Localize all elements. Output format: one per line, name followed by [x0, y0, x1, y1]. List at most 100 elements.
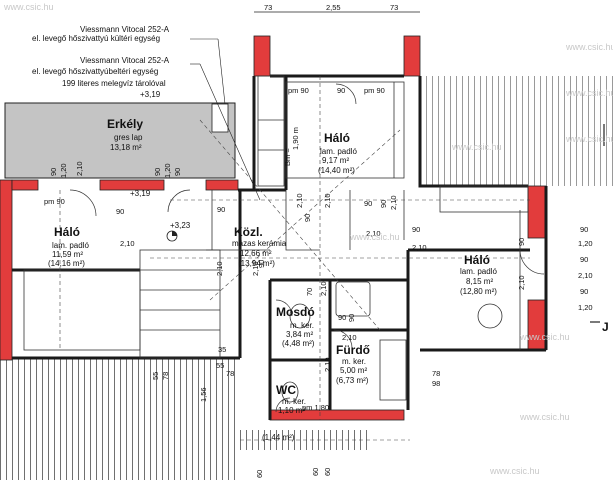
room-halo-w-name: Háló	[54, 225, 80, 239]
vdim-210-d: 2,10	[389, 195, 398, 210]
vdim-210-e: 2,10	[215, 261, 224, 276]
room-halo-n-floor: lam. padló	[320, 147, 357, 156]
dim-90-f: 90	[580, 225, 588, 234]
vdim-55: 55	[151, 372, 160, 380]
vitocal-2-sub: el. levegő hőszivattyúbeltéri egység	[32, 67, 158, 76]
watermark-7: www.csic.hu	[519, 332, 570, 342]
room-erkely-floor: gres lap	[114, 133, 143, 142]
dim-78-a: 78	[432, 369, 440, 378]
vdim-90-f: 90	[257, 260, 266, 268]
room-kozl-name: Közl.	[234, 225, 263, 239]
room-halo-n-name: Háló	[324, 131, 350, 145]
room-furdo-area2: (6,73 m²)	[336, 376, 369, 385]
dim-120-a: 1,20	[578, 239, 593, 248]
vdim-90-d: 90	[303, 214, 312, 222]
vdim-120-a: 1,20	[59, 163, 68, 178]
dim-35: 35	[218, 345, 226, 354]
dim-90-e: 90	[412, 225, 420, 234]
room-mosdo-area: 3,84 m²	[286, 330, 313, 339]
dim-90-g: 90	[580, 255, 588, 264]
vdim-120-b: 1,20	[163, 163, 172, 178]
room-kozl-area2: (13,94 m²)	[238, 259, 275, 268]
vdim-210-b: 2,10	[295, 193, 304, 208]
vitocal-1-sub: el. levegő hőszivattyú kültéri egység	[32, 34, 160, 43]
dim-pm90-b: pm 90	[364, 86, 385, 95]
vdim-210-h: 2,10	[323, 357, 332, 372]
roof-left	[0, 358, 240, 480]
dim-120-b: 1,20	[578, 303, 593, 312]
level-marker-fill	[172, 231, 177, 236]
vdim-70: 70	[305, 288, 314, 296]
chimney-box	[211, 103, 229, 133]
vdim-90-h: 90	[517, 238, 526, 246]
brick-walls	[0, 35, 547, 421]
dimension-labels: pm 90 90 pm 90 pm 90 90 2,10 90 90 2,10 …	[44, 86, 593, 412]
dim-90-c: 90	[217, 205, 225, 214]
dim-55: 55	[216, 361, 224, 370]
dim-90-a: 90	[337, 86, 345, 95]
main-walls	[12, 74, 548, 420]
vdim-60-b: 60	[311, 468, 320, 476]
dim-210-b: 2,10	[366, 229, 381, 238]
room-halo-e-area: 8,15 m²	[466, 277, 493, 286]
section-marker-label: J	[602, 320, 609, 334]
vdim-90-g: 90	[347, 314, 356, 322]
dim-90-b: 90	[116, 207, 124, 216]
dim-top-right: 73	[390, 3, 398, 12]
room-halo-n-area: 9,17 m²	[322, 156, 349, 165]
room-wc-area: 1,10 m²	[278, 406, 305, 415]
room-halo-w-floor: lam. padló	[52, 241, 89, 250]
room-erkely-name: Erkély	[107, 117, 143, 131]
vdim-190: 1,90 m	[291, 127, 300, 150]
vdim-156: 1,56	[199, 387, 208, 402]
level-1: +3,19	[140, 90, 161, 99]
dim-78-b: 78	[226, 369, 234, 378]
vdim-bm: Bm =	[283, 148, 292, 166]
vdim-210-f: 2,10	[251, 261, 260, 276]
room-halo-n-area2: (14,40 m²)	[318, 166, 355, 175]
vdim-90-c: 90	[173, 168, 182, 176]
vdim-60-a: 60	[255, 470, 264, 478]
watermark-4: www.csic.hu	[565, 134, 613, 144]
dim-210-e: 2,10	[342, 333, 357, 342]
vdim-210-a: 2,10	[75, 161, 84, 176]
room-halo-e-area2: (12,80 m²)	[460, 287, 497, 296]
dim-top-left: 73	[264, 3, 272, 12]
watermark-9: www.csic.hu	[489, 466, 540, 476]
watermarks: www.csic.hu www.csic.hu www.csic.hu www.…	[3, 2, 613, 476]
vdim-210-i: 2,10	[517, 275, 526, 290]
room-erkely-area: 13,18 m²	[110, 143, 142, 152]
room-furdo-area: 5,00 m²	[340, 366, 367, 375]
vdim-90-b: 90	[153, 168, 162, 176]
room-mosdo-floor: m. ker.	[290, 321, 314, 330]
vertical-dimension-labels: 90 1,20 2,10 90 1,20 90 1,90 m Bm = 2,10…	[49, 127, 526, 478]
annotation-leaders	[190, 38, 261, 201]
vitocal-2-title: Viessmann Vitocal 252-A	[80, 56, 170, 65]
dim-210-c: 2,10	[412, 243, 427, 252]
room-furdo-name: Fürdő	[336, 343, 370, 357]
room-furdo-floor: m. ker.	[342, 357, 366, 366]
watermark-8: www.csic.hu	[519, 412, 570, 422]
room-wc-area2: (1,44 m²)	[262, 433, 295, 442]
dim-90-d: 90	[364, 199, 372, 208]
roof-right	[418, 76, 613, 186]
dim-90-i: 90	[338, 313, 346, 322]
watermark-5: www.csic.hu	[451, 142, 502, 152]
dim-pm180: pm 1,80	[302, 403, 329, 412]
balcony-deck	[4, 102, 236, 179]
door-swings	[69, 83, 545, 413]
dim-pm90-c: pm 90	[44, 197, 65, 206]
dim-210-d: 2,10	[578, 271, 593, 280]
level-3: +3,23	[170, 221, 191, 230]
room-kozl-floor: mázas kerámia	[232, 239, 287, 248]
room-halo-w-area: 11,59 m²	[52, 250, 83, 259]
interior-lines	[23, 75, 529, 403]
vdim-90-e: 90	[379, 200, 388, 208]
room-wc-floor: m. ker.	[282, 397, 306, 406]
tank-note: 199 literes melegvíz tárolóval	[62, 79, 166, 88]
level-2: +3,19	[130, 189, 151, 198]
vdim-210-g: 2,10	[319, 281, 328, 296]
watermark-1: www.csic.hu	[3, 2, 54, 12]
vdim-60-c: 60	[323, 468, 332, 476]
